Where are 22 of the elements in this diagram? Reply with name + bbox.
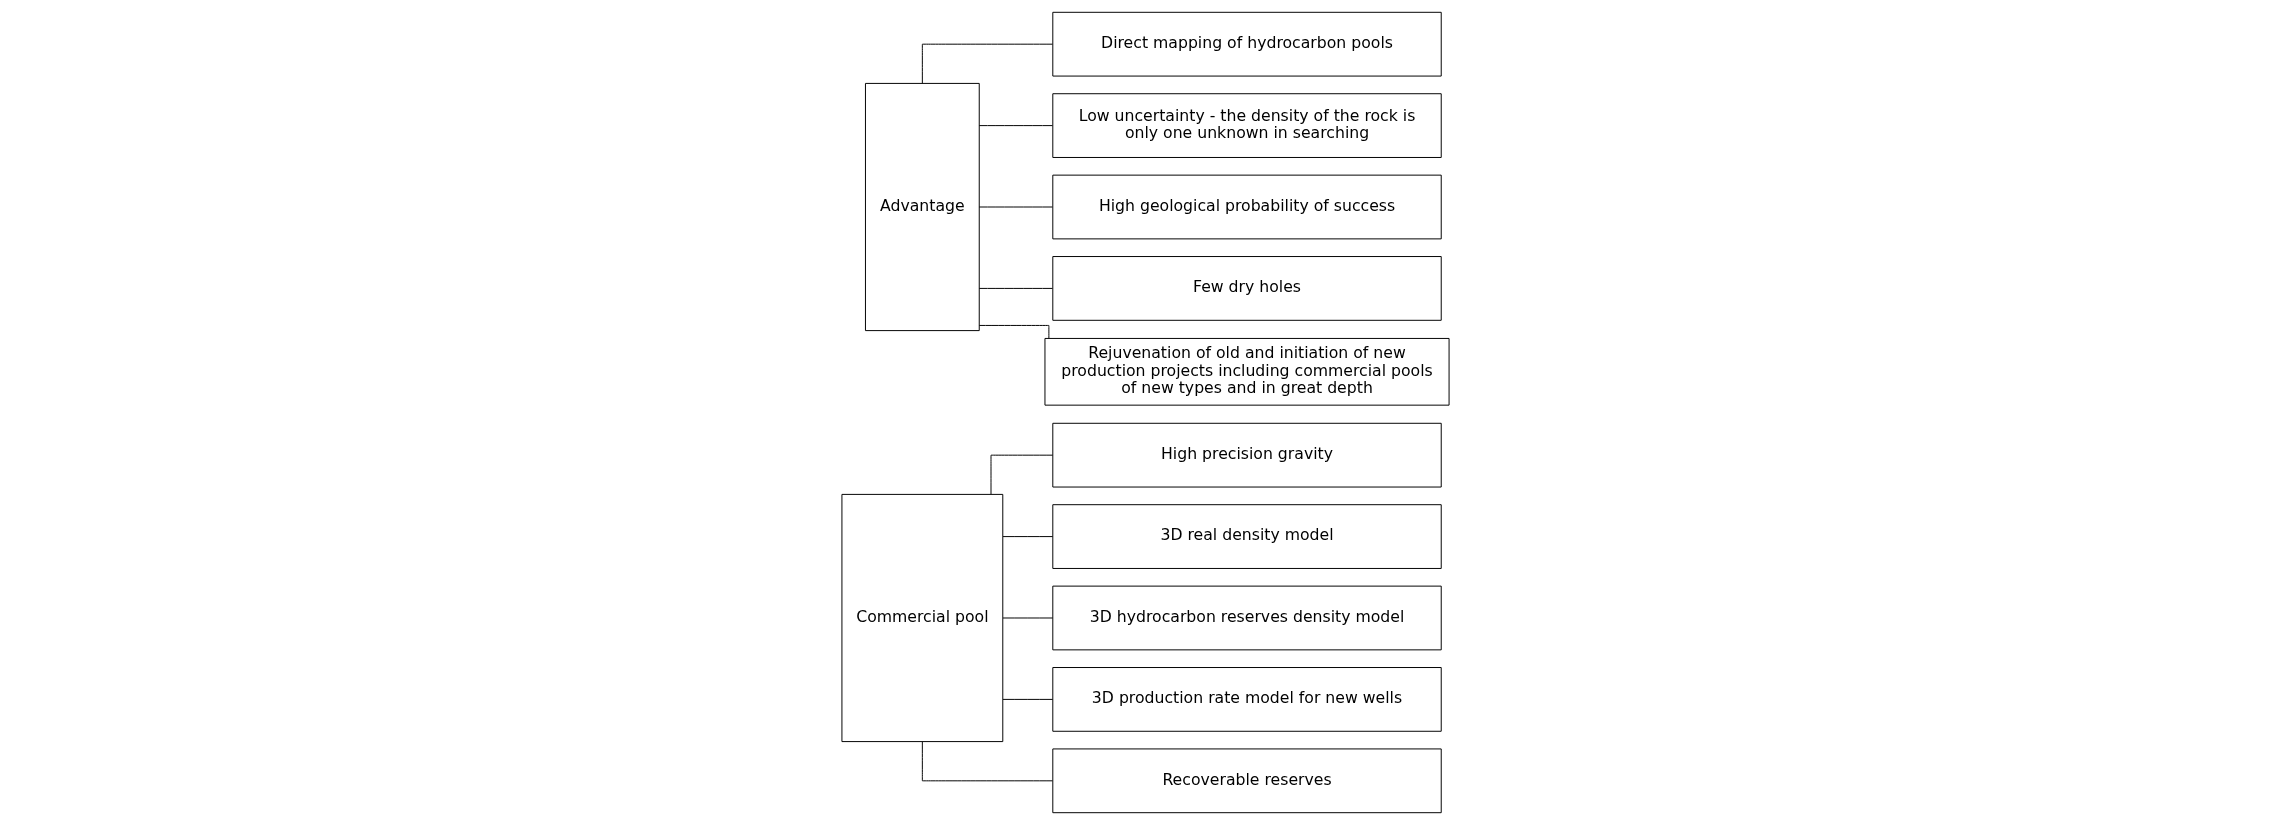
connector xyxy=(1002,617,1053,619)
connector xyxy=(978,125,1053,127)
connector xyxy=(921,741,1053,782)
connector xyxy=(921,43,1053,84)
node-box: Few dry holes xyxy=(1051,256,1442,321)
connector xyxy=(1002,536,1053,538)
connector xyxy=(978,287,1053,289)
node-box: Commercial pool xyxy=(840,493,1003,743)
node-box: High geological probability of success xyxy=(1051,174,1442,240)
connector xyxy=(990,454,1053,495)
node-box: Direct mapping of hydrocarbon pools xyxy=(1051,11,1442,77)
node-box: Advantage xyxy=(864,82,980,332)
node-box: 3D real density model xyxy=(1051,504,1442,569)
node-box: Recoverable reserves xyxy=(1051,748,1442,814)
connector xyxy=(1002,698,1053,700)
connector xyxy=(978,324,1049,339)
node-box: Rejuvenation of old and initiation of new production projects including commercial pools of new types and in great depth xyxy=(1043,337,1450,406)
node-box: Low uncertainty - the density of the rock is only one unknown in searching xyxy=(1051,93,1442,158)
connector xyxy=(978,206,1053,208)
node-box: 3D hydrocarbon reserves density model xyxy=(1051,585,1442,651)
node-box: High precision gravity xyxy=(1051,422,1442,488)
node-box: 3D production rate model for new wells xyxy=(1051,667,1442,732)
